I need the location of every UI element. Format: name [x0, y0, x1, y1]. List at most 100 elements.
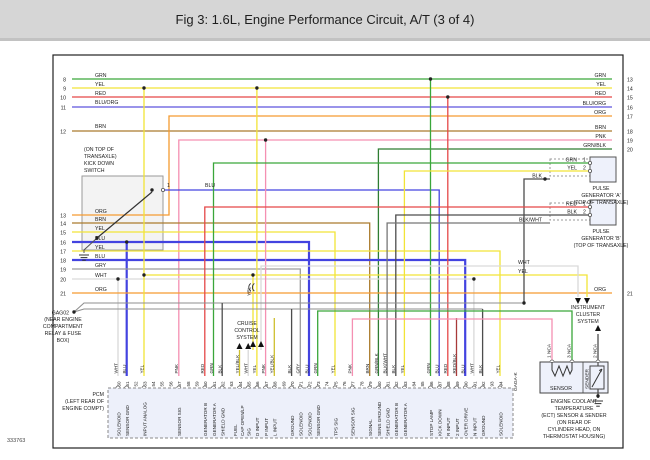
pcm-pin-color: RED/BLK — [452, 353, 457, 374]
pcm-pin-number: 60 — [203, 381, 208, 387]
pcm-pin-number: 94 — [498, 381, 503, 387]
pcm-pin-function: STOP LAMP — [429, 410, 434, 436]
pcm-pin-color: YEL — [495, 364, 500, 373]
terminal — [588, 204, 593, 209]
wire-label: YEL — [95, 245, 105, 251]
pcm-terminal-bump — [376, 385, 381, 389]
pcm-pin-color: YEL — [139, 364, 144, 373]
ect-caption: ENGINE COOLANT — [551, 399, 598, 405]
pin-number-right: 16 — [627, 106, 633, 112]
terminal-number: 1 — [583, 158, 586, 164]
pin-number-left: 20 — [60, 278, 66, 284]
wire-label: BLK — [567, 210, 577, 216]
pcm-pin-function: GROUND — [481, 415, 486, 436]
cruise-caption: CRUISE — [237, 321, 257, 327]
wire-yel-cluster — [144, 274, 588, 297]
flow-arrow-up — [595, 325, 601, 331]
wire-label: YEL — [247, 287, 253, 296]
wire-label: BRN — [595, 125, 606, 131]
wire-break-symbol — [248, 283, 255, 292]
pcm-pin-color: BLK — [287, 364, 292, 374]
pcm-pin-number: 54 — [151, 381, 156, 387]
pcm-terminal-bump — [428, 385, 433, 389]
pin-number-left: 10 — [60, 96, 66, 102]
pcm-pin-color: BLU — [435, 365, 440, 374]
pcm-terminal-bump — [237, 385, 242, 389]
pcm-pin-function: P INPUT — [264, 418, 269, 436]
pin-number-left: 9 — [63, 87, 66, 93]
pcm-pin-function: GENERATOR B — [394, 403, 399, 436]
pcm-pin-function: TPS SIG — [333, 417, 338, 436]
pcm-pin-number: 72 — [307, 381, 312, 387]
pcm-pin-function: KICK DOWN — [438, 409, 443, 436]
pcm-pin-number: 73 — [316, 381, 321, 387]
pin-number-right: 18 — [627, 130, 633, 136]
pcm-pin-number: 56 — [168, 381, 173, 387]
pcm-pin-color: PNK — [174, 363, 179, 373]
wire-yel-17-solenoid — [72, 250, 501, 376]
pcm-pin-function: SENSOR SIG — [177, 407, 182, 436]
figure-reference-number: 333763 — [7, 438, 26, 444]
pcm-pin-number: 69 — [281, 381, 286, 387]
wire-yel-pulse-a — [403, 170, 590, 376]
pcm-pin-color: GRY — [296, 364, 301, 374]
pin-number-right: 21 — [627, 292, 633, 298]
pin-number-left: 11 — [61, 106, 66, 112]
pcm-caption: ENGINE COMPT) — [62, 406, 104, 412]
wire-red-pulse-b — [204, 206, 590, 376]
pcm-pin-number: 65 — [247, 381, 252, 387]
pcm-pin-number: 55 — [160, 381, 165, 387]
ect-sender-label: SENDER — [585, 368, 591, 389]
junction-dot — [543, 177, 547, 181]
kick-down-caption: TRANSAXLE) — [84, 154, 117, 160]
pcm-terminal-bump — [124, 385, 130, 389]
wire-brn-14-signal — [72, 222, 371, 376]
pcm-terminal-bump — [176, 385, 182, 389]
junction-dot — [255, 86, 259, 90]
wire-blkwht-shield-b-drain — [386, 222, 550, 376]
pcm-pin-function: CAP OPEN/LP — [240, 405, 245, 436]
pcm-terminal-bump — [350, 385, 355, 389]
junction-dot — [596, 394, 600, 398]
pcm-terminal-bump — [115, 385, 121, 389]
pcm-pin-number: 67 — [264, 381, 269, 387]
wire-label: BLU/ORG — [95, 100, 118, 106]
pulse-generator-b-box — [589, 199, 617, 226]
figure-title: Fig 3: 1.6L, Engine Performance Circuit,… — [175, 11, 475, 27]
cluster-caption: CLUSTER — [576, 312, 600, 318]
wire-grn-pulse-a — [212, 162, 590, 376]
pcm-pin-number: 57 — [177, 381, 182, 387]
pcm-pin-number: 82 — [394, 381, 399, 387]
terminal-bump — [595, 359, 601, 363]
wire-label: ORG — [95, 287, 107, 293]
pin-number-left: 13 — [60, 214, 66, 220]
terminal — [588, 212, 593, 217]
pcm-pin-function: SENS GROUND — [377, 401, 382, 436]
pcm-pin-color: BLU — [461, 365, 466, 374]
ground-caption: (NEAR ENGINE — [44, 317, 82, 323]
junction-dot — [150, 188, 154, 192]
pin-number-right: 19 — [627, 139, 633, 145]
pcm-caption: (LEFT REAR OF — [65, 399, 104, 405]
pcm-pin-number: 76 — [342, 381, 347, 387]
wire-label: BLU — [205, 183, 215, 189]
pcm-pin-number: 62 — [220, 381, 225, 387]
ground-caption: COMPARTMENT — [43, 324, 84, 330]
terminal-number: 1 — [583, 202, 586, 208]
wire-label: BRN — [95, 217, 106, 223]
wire-label: ORG — [594, 110, 606, 116]
pcm-terminal-bump — [393, 385, 399, 389]
wire-label: BLU/ORG — [583, 101, 606, 107]
resistor-zigzag — [551, 362, 573, 378]
ground-bus-upper — [73, 302, 524, 313]
pcm-pin-color: WHT — [244, 363, 249, 374]
pcm-terminal-bump — [384, 385, 390, 389]
terminal — [160, 187, 165, 192]
pcm-terminal-bump — [271, 385, 277, 389]
flow-arrow-down — [575, 298, 581, 304]
wire-grn-ect-sensor — [317, 310, 573, 376]
pcm-pin-color: BLK/WHT — [382, 353, 387, 374]
pcm-terminal-bump — [297, 385, 303, 389]
pcm-terminal-bump — [402, 385, 407, 389]
wire-yel-15-tps — [72, 231, 336, 376]
